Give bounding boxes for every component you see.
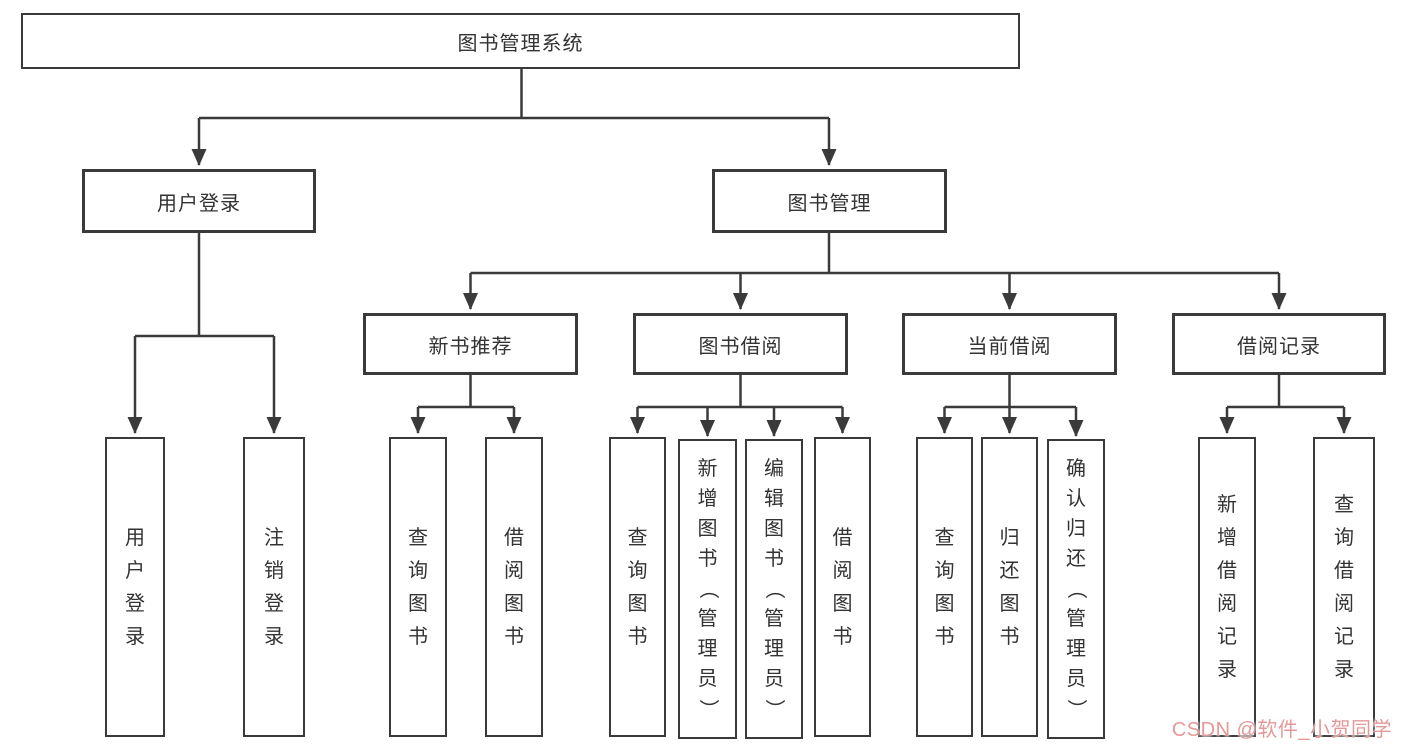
leaf-label: 查询借阅记录 (1334, 493, 1354, 681)
node-label: 用户登录 (157, 192, 241, 215)
leaf-label: 用户登录 (125, 526, 145, 648)
node-user-login: 用户登录 (82, 169, 316, 233)
leaf-query-borrow-record: 查询借阅记录 (1313, 437, 1375, 737)
watermark: CSDN @软件_小贺同学 (1171, 719, 1392, 741)
leaf-label: 借阅图书 (832, 526, 853, 648)
node-label: 借阅记录 (1237, 335, 1321, 358)
leaf-borrow-books-1: 借阅图书 (485, 437, 543, 737)
leaf-edit-book-admin: 编辑图书（管理员） (745, 439, 803, 739)
node-current-borrowing: 当前借阅 (902, 313, 1117, 375)
node-label: 新书推荐 (428, 335, 513, 358)
leaf-query-books-2: 查询图书 (609, 437, 666, 737)
leaf-label: 归还图书 (999, 526, 1020, 648)
leaf-label: 查询图书 (627, 526, 648, 648)
leaf-query-books-3: 查询图书 (916, 437, 973, 737)
node-borrow-records: 借阅记录 (1172, 313, 1386, 375)
leaf-label: 新增图书（管理员） (696, 458, 719, 719)
node-book-borrowing: 图书借阅 (633, 313, 848, 375)
leaf-label: 新增借阅记录 (1217, 493, 1237, 681)
leaf-label: 查询图书 (408, 526, 428, 648)
node-label: 图书管理 (787, 192, 872, 215)
leaf-confirm-return-admin: 确认归还（管理员） (1047, 439, 1105, 739)
node-label: 当前借阅 (967, 335, 1052, 358)
leaf-label: 确认归还（管理员） (1065, 458, 1087, 719)
node-book-management: 图书管理 (712, 169, 947, 233)
leaf-add-borrow-record: 新增借阅记录 (1198, 437, 1256, 737)
leaf-query-books-1: 查询图书 (389, 437, 447, 737)
leaf-return-books: 归还图书 (981, 437, 1038, 737)
leaf-label: 借阅图书 (504, 526, 524, 648)
leaf-user-login: 用户登录 (105, 437, 165, 737)
leaf-borrow-books-2: 借阅图书 (814, 437, 871, 737)
leaf-label: 编辑图书（管理员） (763, 458, 785, 719)
node-label: 图书借阅 (698, 335, 783, 358)
node-new-book-recommend: 新书推荐 (363, 313, 578, 375)
node-library-management-system: 图书管理系统 (21, 13, 1020, 69)
leaf-label: 注销登录 (264, 526, 284, 648)
leaf-logout: 注销登录 (243, 437, 305, 737)
leaf-label: 查询图书 (934, 526, 955, 648)
leaf-add-book-admin: 新增图书（管理员） (678, 439, 737, 739)
node-label: 图书管理系统 (457, 32, 584, 55)
